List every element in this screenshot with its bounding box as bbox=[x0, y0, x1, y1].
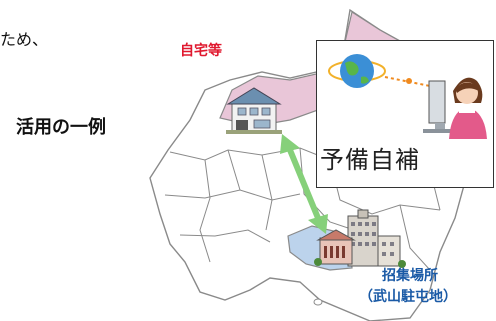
base-building-icon bbox=[314, 209, 406, 268]
home-label: 自宅等 bbox=[180, 43, 222, 59]
callout-box bbox=[316, 40, 494, 188]
connection-arrow bbox=[280, 134, 328, 234]
islet bbox=[313, 298, 323, 306]
example-heading: 活用の一例 bbox=[16, 117, 106, 138]
lead-text: ため、 bbox=[0, 30, 49, 49]
person-icon bbox=[449, 77, 487, 139]
remote-work-illustration bbox=[328, 54, 487, 139]
assembly-site-sublabel: （武山駐屯地） bbox=[359, 289, 457, 305]
house-icon bbox=[226, 87, 282, 134]
reserve-label: 予備自補 bbox=[320, 146, 420, 174]
computer-icon bbox=[423, 80, 453, 133]
globe-icon bbox=[328, 54, 386, 88]
assembly-site-label: 招集場所 bbox=[382, 268, 438, 284]
